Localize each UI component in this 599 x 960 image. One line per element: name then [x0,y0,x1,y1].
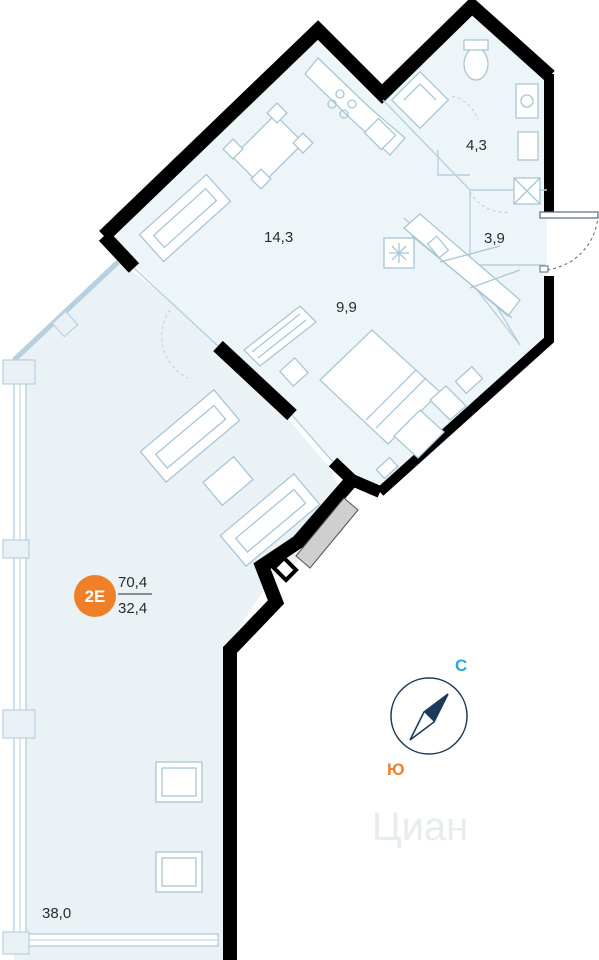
compass: С Ю [387,656,468,779]
kitchen-sofa [138,173,232,263]
unit-living-area: 32,4 [118,600,147,617]
watermark: Циан [372,805,468,849]
exterior-walls [98,0,555,960]
door-swings [161,95,511,379]
unit-badge-circle [74,575,116,617]
unit-total-area: 70,4 [118,574,147,591]
room-area-bathroom: 4,3 [466,137,487,154]
dining-table [222,102,314,190]
bathroom-fixtures [390,39,541,205]
room-area-hallway: 3,9 [484,230,505,247]
unit-badge: 2E 70,4 32,4 [74,574,152,617]
bedroom-desk [243,305,399,480]
room-area-bedroom: 9,9 [336,299,357,316]
apartment-floor [110,12,547,490]
bedroom-bed [319,329,484,459]
terrace-furniture [139,388,321,893]
room-area-kitchen: 14,3 [264,229,293,246]
compass-north: С [455,656,467,675]
compass-south: Ю [387,760,405,779]
entry-door [539,211,599,273]
terrace-railing [2,260,219,955]
room-area-terrace: 38,0 [42,905,71,922]
kitchen-counter [304,57,406,156]
unit-code: 2E [85,587,106,606]
terrace-floor [14,262,340,960]
utility-shaft [271,497,359,583]
hallway-wardrobe [383,213,521,319]
